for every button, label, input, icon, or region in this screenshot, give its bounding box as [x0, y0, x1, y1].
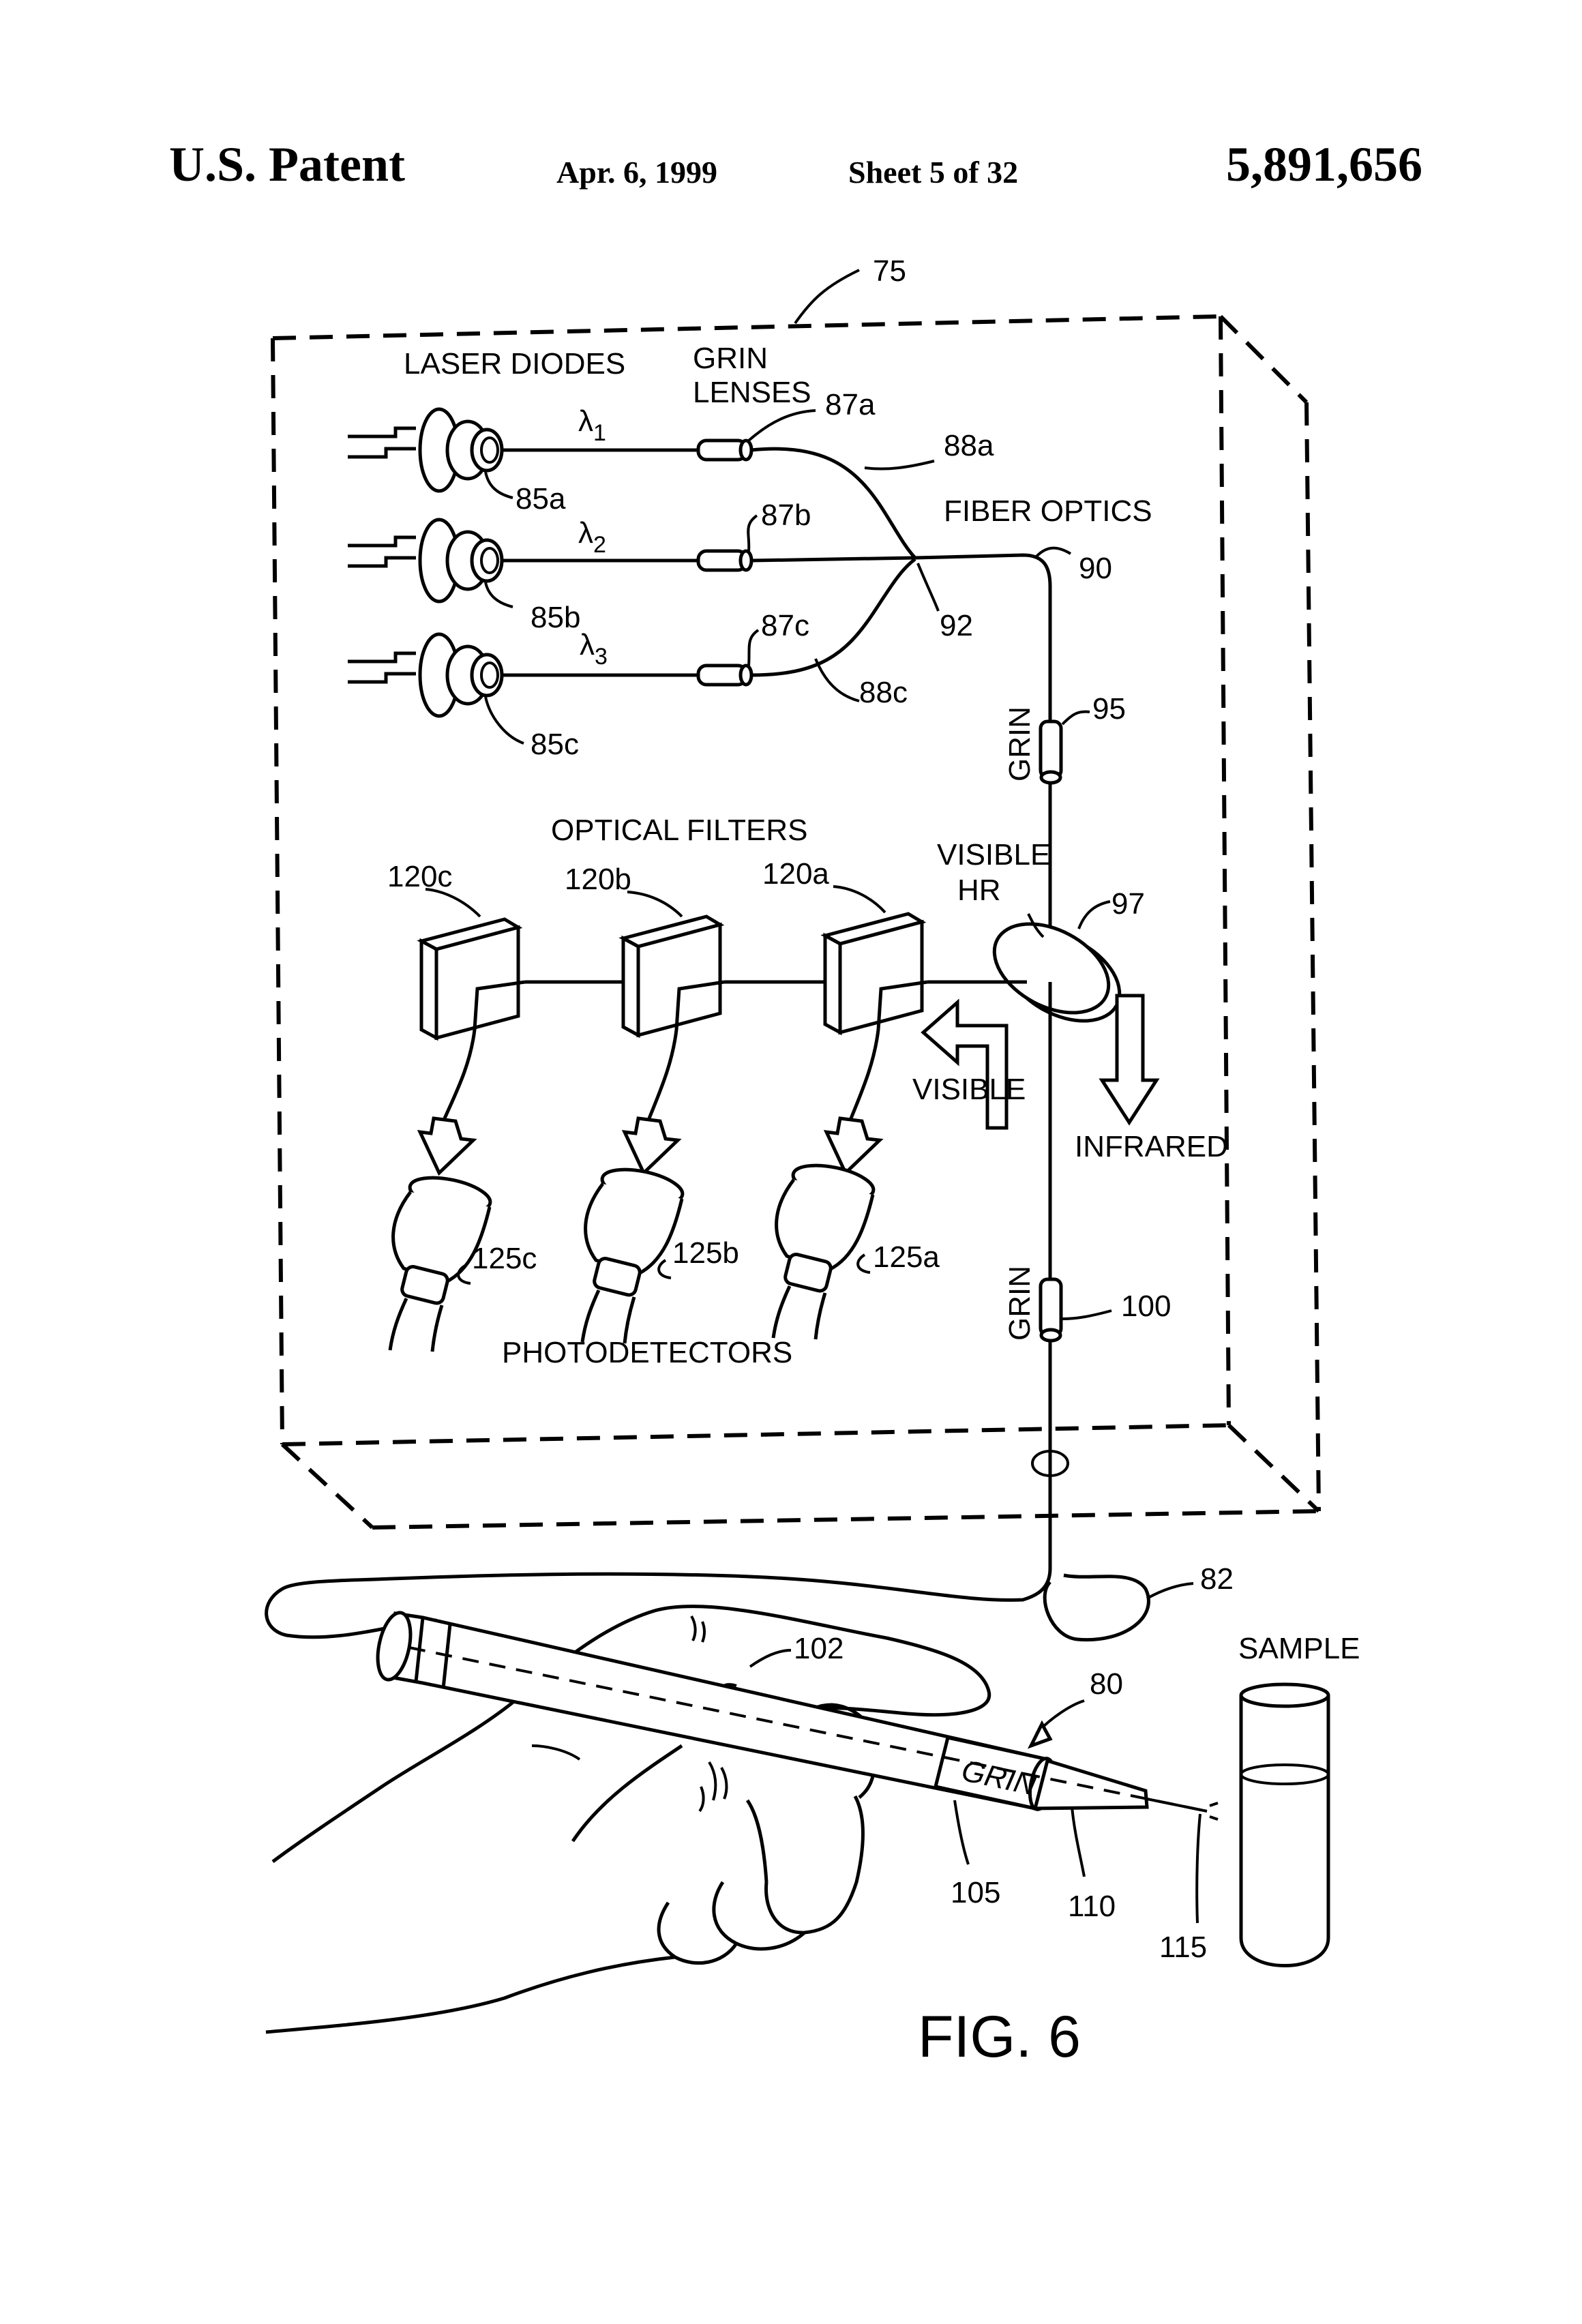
- ref-82: 82: [1200, 1562, 1234, 1596]
- sample-test-tube: [1241, 1684, 1328, 1966]
- ref-80: 80: [1090, 1667, 1123, 1701]
- ref-85b: 85b: [531, 601, 580, 634]
- grin-95-label: GRIN: [1003, 706, 1036, 781]
- fiber-88b: [751, 558, 915, 561]
- fiber-cable-loop: [1045, 1575, 1148, 1640]
- ref-125b: 125b: [672, 1236, 739, 1270]
- optical-filter-120a: [825, 914, 922, 1032]
- laser-diode-b: [348, 520, 502, 601]
- ref-85a: 85a: [516, 482, 566, 516]
- lambda-1: λ1: [578, 404, 606, 446]
- leader-102: [750, 1650, 791, 1667]
- arrow-to-125c: [420, 1118, 473, 1173]
- grin-lens-87b: [698, 551, 751, 570]
- visible-arrow-label: VISIBLE: [912, 1073, 1026, 1106]
- laser-diode-a: [348, 409, 502, 491]
- grin-lenses-label-2: LENSES: [693, 376, 811, 409]
- visible-hr-label-2: HR: [957, 874, 1001, 907]
- visible-hr-mirror: [979, 906, 1135, 1039]
- ref-90: 90: [1079, 552, 1112, 585]
- beam-tip-2: [1210, 1817, 1218, 1819]
- leader-110: [1072, 1807, 1084, 1877]
- laser-diode-c: [348, 634, 502, 716]
- grin-100-label: GRIN: [1003, 1266, 1036, 1341]
- arrow-to-125b: [625, 1118, 678, 1173]
- ref-105: 105: [951, 1876, 1000, 1909]
- ref-87b: 87b: [761, 498, 811, 532]
- arrow-80: [1031, 1724, 1050, 1746]
- leader-87a: [749, 411, 816, 441]
- photodetector-125b: [582, 1163, 685, 1343]
- leader-85b: [486, 582, 513, 607]
- leader-100: [1062, 1311, 1111, 1319]
- optical-filter-120c: [421, 919, 518, 1038]
- leader-87c: [749, 630, 758, 666]
- ref-95: 95: [1092, 692, 1126, 726]
- fiber-90: [915, 555, 1050, 721]
- visible-arrow: [923, 1002, 1006, 1128]
- ref-85c: 85c: [531, 728, 579, 761]
- ref-87c: 87c: [761, 609, 809, 642]
- infrared-label: INFRARED: [1075, 1130, 1228, 1163]
- sample-label: SAMPLE: [1238, 1632, 1360, 1665]
- leader-82: [1147, 1583, 1193, 1598]
- grin-lens-87a: [698, 441, 751, 460]
- leader-85c: [486, 697, 524, 743]
- leader-125a: [858, 1255, 870, 1272]
- leader-120b: [627, 892, 682, 917]
- leader-75: [795, 270, 859, 323]
- lambda-2: λ2: [578, 516, 606, 558]
- ref-125a: 125a: [873, 1240, 940, 1274]
- grin-lens-95: [1041, 721, 1061, 783]
- leader-88a: [865, 461, 934, 469]
- leader-90: [1035, 548, 1071, 558]
- photodetectors-label: PHOTODETECTORS: [502, 1336, 792, 1369]
- ref-100: 100: [1121, 1290, 1171, 1323]
- lambda-3: λ3: [580, 628, 608, 670]
- ref-88c: 88c: [859, 676, 908, 709]
- leader-85a: [486, 472, 513, 498]
- ref-87a: 87a: [825, 388, 876, 421]
- leader-115: [1197, 1814, 1200, 1923]
- ref-97: 97: [1111, 887, 1145, 921]
- fiber-optics-label: FIBER OPTICS: [944, 494, 1152, 528]
- ref-102: 102: [794, 1632, 844, 1665]
- leader-92: [918, 563, 938, 611]
- leader-120a: [833, 887, 885, 912]
- ref-120c: 120c: [387, 860, 452, 893]
- ref-120b: 120b: [565, 863, 631, 896]
- leader-88c: [816, 659, 859, 701]
- ref-120a: 120a: [762, 857, 829, 891]
- ref-115: 115: [1159, 1931, 1207, 1964]
- leader-120c: [426, 889, 480, 917]
- figure-label: FIG. 6: [918, 2004, 1081, 2070]
- leader-95: [1062, 712, 1090, 724]
- grin-lens-100: [1041, 1279, 1061, 1341]
- arrow-to-125a: [826, 1118, 880, 1173]
- laser-diodes-label: LASER DIODES: [404, 347, 625, 381]
- leader-125b: [659, 1260, 671, 1278]
- grin-lens-87c: [698, 666, 751, 685]
- ref-92: 92: [940, 609, 973, 642]
- ref-125c: 125c: [472, 1242, 537, 1275]
- optical-filter-120b: [623, 917, 720, 1035]
- optical-filters-label: OPTICAL FILTERS: [551, 814, 808, 847]
- ref-88a: 88a: [944, 429, 994, 462]
- photodetector-125a: [773, 1159, 876, 1339]
- grin-lenses-label-1: GRIN: [693, 342, 768, 375]
- leader-105: [955, 1800, 968, 1864]
- ref-75: 75: [873, 254, 906, 288]
- visible-hr-label-1: VISIBLE: [937, 838, 1050, 872]
- leader-97: [1079, 902, 1110, 929]
- ref-110: 110: [1068, 1890, 1116, 1923]
- beam-tip-1: [1210, 1803, 1218, 1806]
- leader-87b: [748, 516, 757, 551]
